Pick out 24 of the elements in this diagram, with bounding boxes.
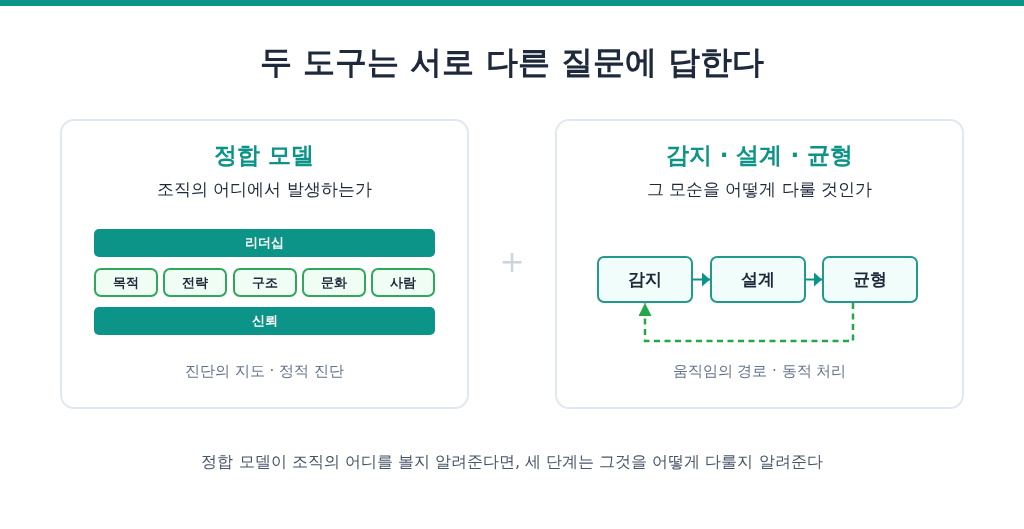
card-footnote: 움직임의 경로 · 동적 처리 <box>672 361 847 381</box>
card-heading: 정합 모델 <box>214 140 315 170</box>
step-box: 감지 <box>597 256 693 303</box>
card-footnote: 진단의 지도 · 정적 진단 <box>185 361 344 381</box>
step-box: 균형 <box>822 256 918 303</box>
label-tile: 구조 <box>232 268 297 297</box>
arrow <box>638 303 855 343</box>
card-question: 그 모순을 어떻게 다룰 것인가 <box>646 179 873 201</box>
label-tile: 목적 <box>94 268 158 297</box>
arrow <box>692 272 711 287</box>
label-tile: 전략 <box>163 268 228 297</box>
card-heading: 감지 · 설계 · 균형 <box>665 140 854 170</box>
arrow <box>805 272 823 287</box>
card-panel <box>555 119 964 409</box>
plus-sign: + <box>499 243 525 281</box>
label-bar: 리더십 <box>94 229 435 257</box>
label-bar: 신뢰 <box>94 307 435 335</box>
caption-text: 정합 모델이 조직의 어디를 볼지 알려준다면, 세 단계는 그것을 어떻게 다룰지 알려준다 <box>201 452 823 472</box>
page-title: 두 도구는 서로 다른 질문에 답한다 <box>260 42 764 82</box>
label-tile: 문화 <box>301 268 366 297</box>
label-tile: 사람 <box>371 268 435 297</box>
card-panel <box>60 119 469 409</box>
card-question: 조직의 어디에서 발생하는가 <box>157 179 372 201</box>
step-box: 설계 <box>710 256 806 303</box>
